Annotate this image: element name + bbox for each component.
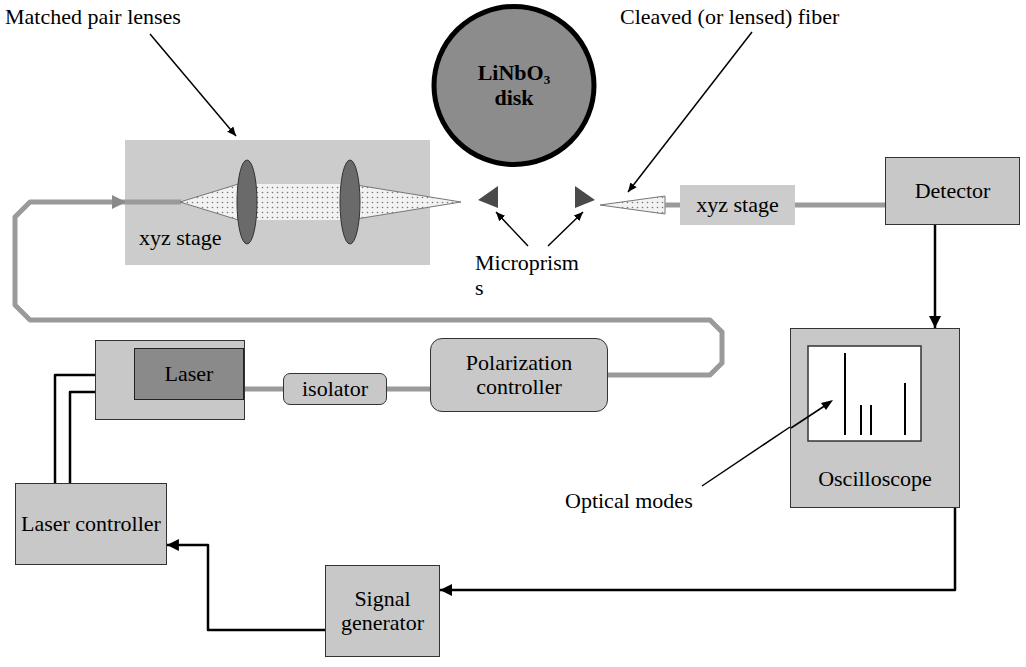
connector-line xyxy=(934,225,937,328)
callout-label: Optical modes xyxy=(565,488,693,513)
leader-line xyxy=(628,32,752,192)
leader-line xyxy=(702,427,790,486)
node-text: LiNbO₃ disk xyxy=(459,61,569,109)
node-text: xyz stage xyxy=(139,226,221,250)
node-text: Oscilloscope xyxy=(818,467,932,491)
node-text: Laser controller xyxy=(21,512,161,536)
optical-fiber xyxy=(245,389,283,390)
optical-fiber xyxy=(795,205,885,206)
connector-line xyxy=(167,545,325,630)
optical-fiber xyxy=(387,389,430,390)
callout-label: Matched pair lenses xyxy=(5,4,181,29)
signal-wire xyxy=(55,375,95,483)
fiber xyxy=(665,203,680,208)
leader-line xyxy=(496,212,528,246)
connector-line xyxy=(440,508,955,590)
connector-line xyxy=(70,392,95,483)
signal-wire xyxy=(440,508,955,590)
laser-controller: Laser controller xyxy=(15,483,167,565)
node-text: xyz stage xyxy=(696,193,778,217)
microprism xyxy=(575,186,595,208)
fiber-beam xyxy=(600,196,665,214)
xyz-stage: xyz stage xyxy=(680,185,795,225)
polarization-controller: Polarization controller xyxy=(430,338,608,412)
leader-line xyxy=(548,212,583,246)
leader-line xyxy=(150,34,236,136)
callout-label: Microprism s xyxy=(475,250,587,301)
resonator-disk: LiNbO₃ disk xyxy=(430,3,598,168)
node-text: isolator xyxy=(302,377,368,401)
detector-box: Detector xyxy=(885,157,1020,225)
callout-label: Cleaved (or lensed) fiber xyxy=(620,4,839,29)
signal-wire xyxy=(935,225,936,328)
signal-generator: Signal generator xyxy=(325,565,440,657)
connector-line xyxy=(55,375,95,483)
connector-line xyxy=(387,387,430,392)
connector-line xyxy=(795,203,885,208)
laser-box: Laser xyxy=(95,340,245,420)
isolator-box: isolator xyxy=(283,373,387,405)
signal-wire xyxy=(167,545,325,630)
node-text: Laser xyxy=(134,348,244,400)
xyz-stage: xyz stage xyxy=(125,140,430,265)
oscilloscope: Oscilloscope xyxy=(790,328,960,508)
node-text: Detector xyxy=(915,179,991,203)
microprism xyxy=(478,186,498,208)
node-text: Polarization controller xyxy=(431,351,607,399)
node-text: Signal generator xyxy=(326,587,439,635)
connector-line xyxy=(245,387,283,392)
